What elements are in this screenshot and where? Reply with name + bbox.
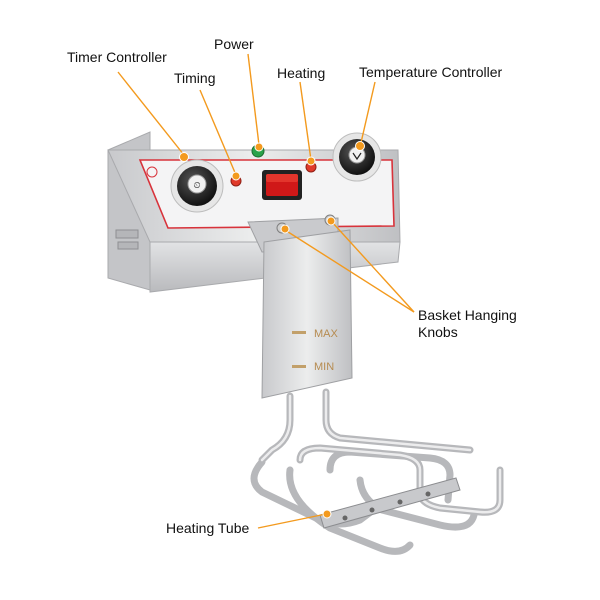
- basket-knob-left-callout-dot: [280, 224, 290, 234]
- power-callout-line: [247, 53, 260, 146]
- heating-tube-callout-dot: [322, 509, 332, 519]
- callout-lines: [117, 53, 415, 529]
- basket-knob-right-callout-dot: [326, 216, 336, 226]
- temperature-knob: [332, 132, 382, 182]
- basket-knob-left-callout-line: [284, 229, 415, 313]
- min-mark: [292, 365, 306, 368]
- power-label: Power: [214, 36, 254, 52]
- timer-controller-callout-line: [117, 71, 185, 156]
- svg-text:⏲: ⏲: [193, 180, 200, 190]
- element-panel: [261, 229, 353, 399]
- max-mark: [292, 331, 306, 334]
- heating-callout-dot: [306, 156, 316, 166]
- timer-controller-callout-dot: [179, 152, 189, 162]
- min-label: MIN: [314, 361, 334, 373]
- heating-tube-callout-line: [257, 513, 327, 529]
- temperature-controller-callout-line: [359, 81, 376, 148]
- temperature-controller-callout-dot: [355, 141, 365, 151]
- basket-hanging-knobs-label-line1: Basket Hanging: [418, 307, 517, 323]
- timing-callout-dot: [231, 171, 241, 181]
- timing-label: Timing: [174, 70, 216, 86]
- callout-dots: [179, 141, 365, 519]
- timing-callout-line: [199, 89, 237, 176]
- max-label: MAX: [314, 328, 339, 340]
- heating-tube-label: Heating Tube: [166, 520, 250, 536]
- heating-label: Heating: [277, 65, 326, 81]
- power-switch: [262, 170, 302, 200]
- timer-knob: ⏲: [170, 159, 224, 213]
- temperature-controller-label: Temperature Controller: [359, 64, 503, 80]
- power-callout-dot: [254, 142, 264, 152]
- basket-knob-right-callout-line: [331, 221, 415, 313]
- timer-controller-label: Timer Controller: [67, 49, 167, 65]
- tube-cross-bracket: [319, 477, 461, 529]
- heating-callout-line: [299, 81, 312, 161]
- basket-hanging-knobs-label-line2: Knobs: [418, 324, 458, 340]
